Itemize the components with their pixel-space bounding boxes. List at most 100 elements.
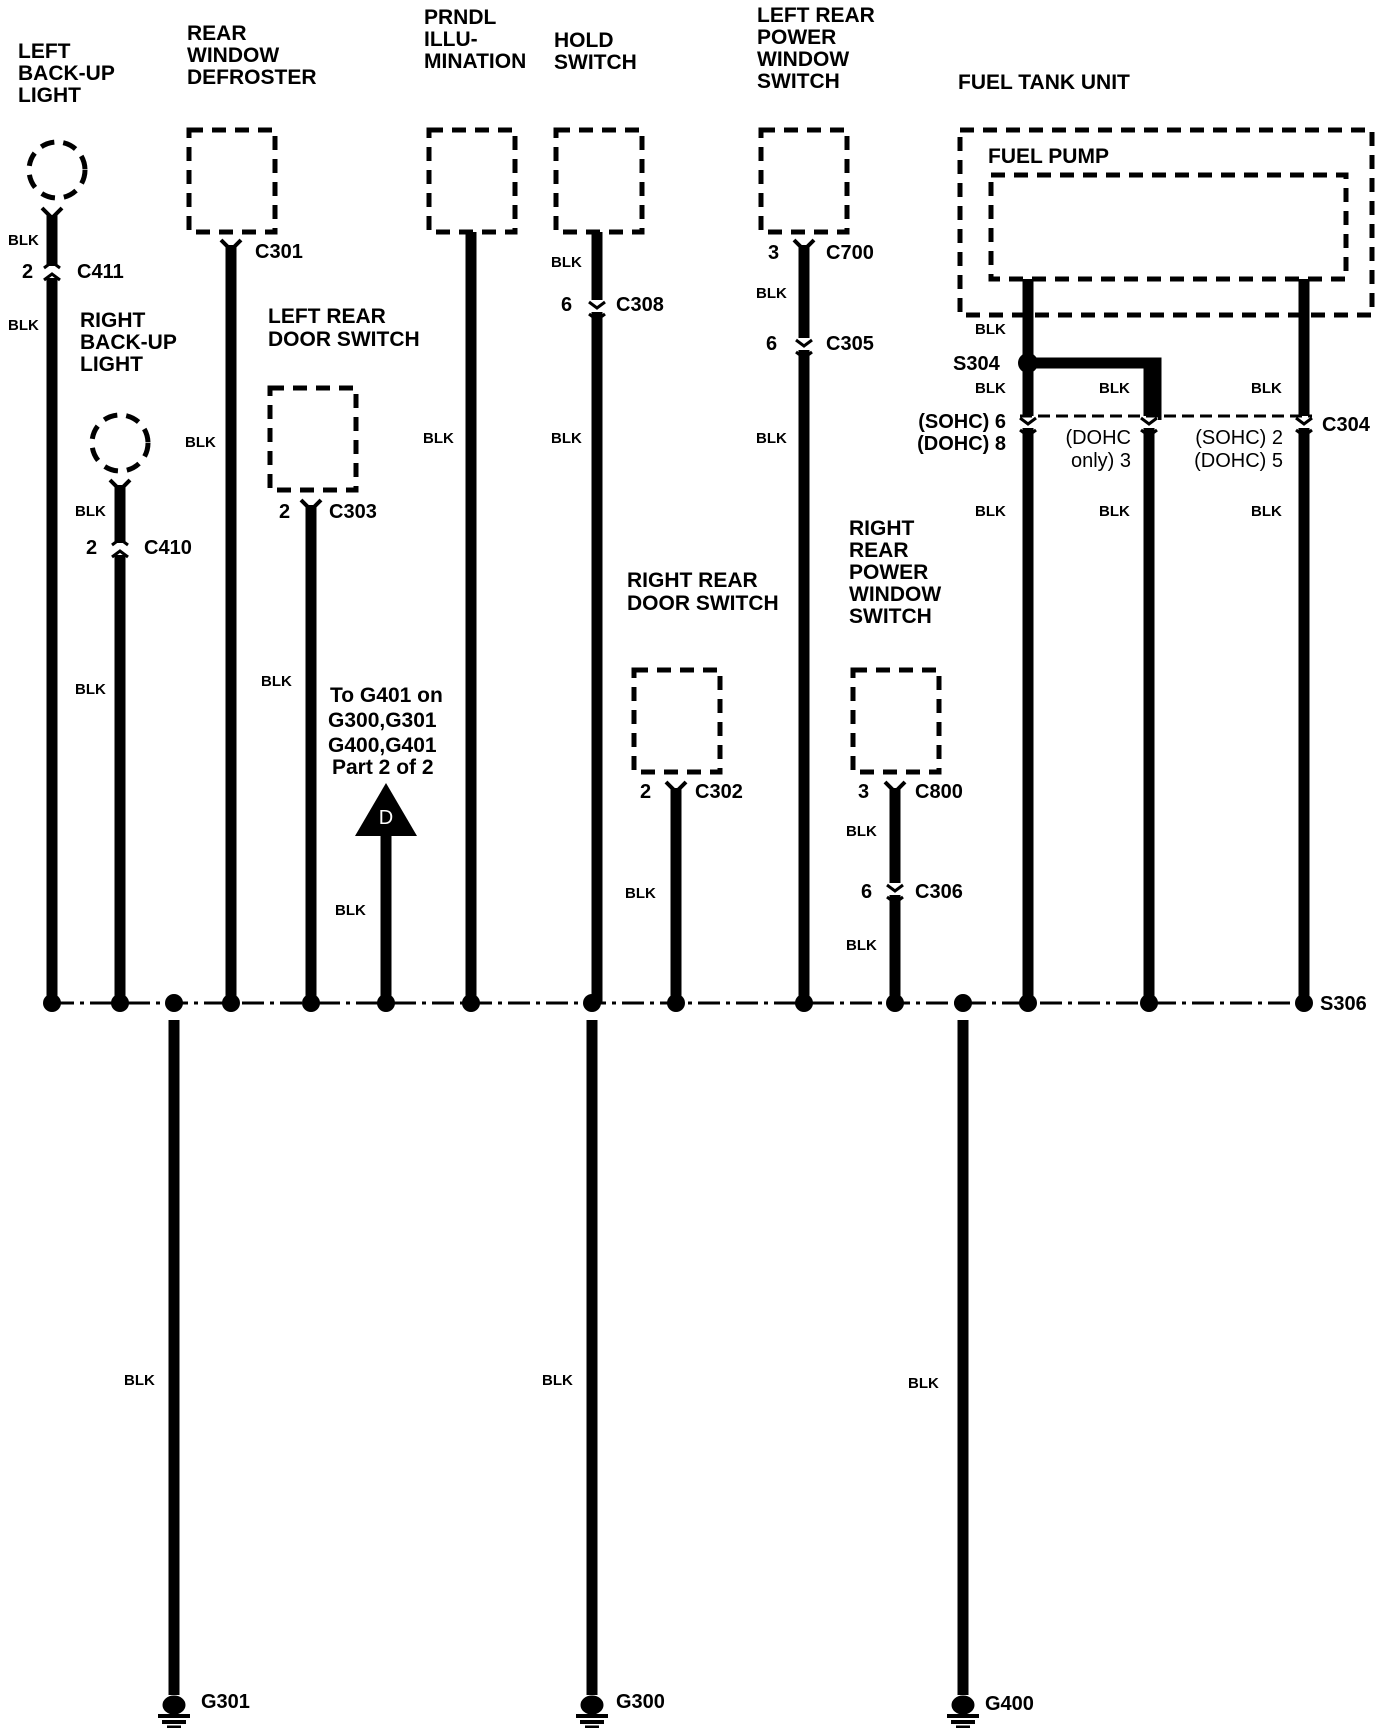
wire-color-label: BLK [185,434,216,451]
connector-pin: 6 [861,881,872,903]
hold-switch-label: SWITCH [554,51,637,74]
connector-c411-symbol [43,260,61,282]
splice-dot [1295,994,1313,1012]
connector-pin: 2 [640,781,651,803]
left-rear-power-window-switch-label: WINDOW [757,48,849,71]
connector-pin: 3 [768,242,779,264]
left-backup-light-label: LIGHT [18,84,81,107]
offpage-arrow-d [355,783,417,836]
left-backup-light-label: BACK-UP [18,62,115,85]
fuel-tank-unit-label: FUEL TANK UNIT [958,71,1130,94]
wire-color-label: BLK [756,430,787,447]
wire-color-label: BLK [8,232,39,249]
connector-pin: 2 [86,537,97,559]
splice-label: S306 [1320,993,1367,1015]
connector-name: C800 [915,781,963,803]
right-rear-power-window-switch-label: SWITCH [849,605,932,628]
offpage-arrow-letter: D [379,807,393,829]
prndl-illumination-label: PRNDL [424,6,497,29]
splice-dot [462,994,480,1012]
connector-c304-mid-symbol [1140,416,1158,438]
rear-window-defroster-label: DEFROSTER [187,66,317,89]
wire-color-label: BLK [1099,503,1130,520]
splice-dot [111,994,129,1012]
wire-color-label: BLK [8,317,39,334]
splice-s304-dot [1018,353,1038,373]
wire-color-label: BLK [1251,380,1282,397]
wire-color-label: BLK [423,430,454,447]
offpage-reference-line: G400,G401 [328,734,437,757]
hold-switch-label: HOLD [554,29,614,52]
splice-dot [1140,994,1158,1012]
splice-dot [583,994,601,1012]
wire-color-label: BLK [261,673,292,690]
right-backup-light-symbol [89,412,151,474]
connector-name: C303 [329,501,377,523]
splice-dot [302,994,320,1012]
rear-window-defroster-label: REAR [187,22,247,45]
offpage-reference-line: Part 2 of 2 [332,756,434,779]
connector-pin: 2 [279,501,290,523]
left-rear-power-window-switch-box [758,127,850,235]
fuel-pump-label: FUEL PUMP [988,145,1109,168]
connector-pin: 6 [561,294,572,316]
connector-name: C308 [616,294,664,316]
right-backup-light-label: RIGHT [80,309,146,332]
connector-c308-symbol [588,300,606,322]
left-rear-power-window-switch-label: POWER [757,26,836,49]
splice-dot [377,994,395,1012]
wire-color-label: BLK [625,885,656,902]
connector-pin: (DOHC [1065,427,1131,449]
wire-color-label: BLK [846,937,877,954]
connector-c304-left-symbol [1019,416,1037,438]
connector-c410-symbol [111,537,129,559]
connector-c306-symbol [886,883,904,905]
right-rear-power-window-switch-label: POWER [849,561,928,584]
right-rear-door-switch-label: RIGHT REAR [627,569,758,592]
left-backup-light-label: LEFT [18,40,71,63]
left-rear-power-window-switch-label: SWITCH [757,70,840,93]
right-rear-door-switch-box [631,667,723,775]
right-rear-power-window-switch-box [850,667,942,775]
right-rear-power-window-switch-label: RIGHT [849,517,915,540]
right-backup-light-label: BACK-UP [80,331,177,354]
wire-color-label: BLK [124,1372,155,1389]
wire-color-label: BLK [542,1372,573,1389]
wire-color-label: BLK [75,681,106,698]
connector-rbl-symbol [108,478,132,493]
ground-label: G300 [616,1691,665,1713]
connector-lbl-symbol [40,206,64,221]
connector-pin: (SOHC) 6 [918,411,1006,433]
wire-color-label: BLK [975,321,1006,338]
connector-name: C304 [1322,414,1371,436]
connector-name: C700 [826,242,874,264]
wire-color-label: BLK [908,1375,939,1392]
wire-color-label: BLK [975,503,1006,520]
connector-c800-symbol [883,780,907,795]
wire-color-label: BLK [335,902,366,919]
connector-c302-symbol [664,780,688,795]
connector-pin: 6 [766,333,777,355]
left-backup-light-symbol [26,139,88,201]
splice-dot [1019,994,1037,1012]
wire-color-label: BLK [1099,380,1130,397]
splice-dot [667,994,685,1012]
connector-c303-symbol [299,498,323,513]
wire-color-label: BLK [1251,503,1282,520]
offpage-reference-line: To G401 on [330,684,443,707]
connector-pin: 3 [858,781,869,803]
wire-color-label: BLK [75,503,106,520]
connector-name: C305 [826,333,874,355]
connector-pin: (SOHC) 2 [1195,427,1283,449]
ground-symbol-g300 [576,1695,608,1728]
connector-c700-symbol [792,238,816,253]
right-rear-power-window-switch-label: WINDOW [849,583,941,606]
wire-color-label: BLK [551,430,582,447]
rear-window-defroster-label: WINDOW [187,44,279,67]
right-rear-power-window-switch-label: REAR [849,539,909,562]
left-rear-door-switch-label: LEFT REAR [268,305,386,328]
left-rear-door-switch-label: DOOR SWITCH [268,328,420,351]
connector-name: C411 [77,261,124,283]
ground-symbol-g400 [947,1695,979,1728]
